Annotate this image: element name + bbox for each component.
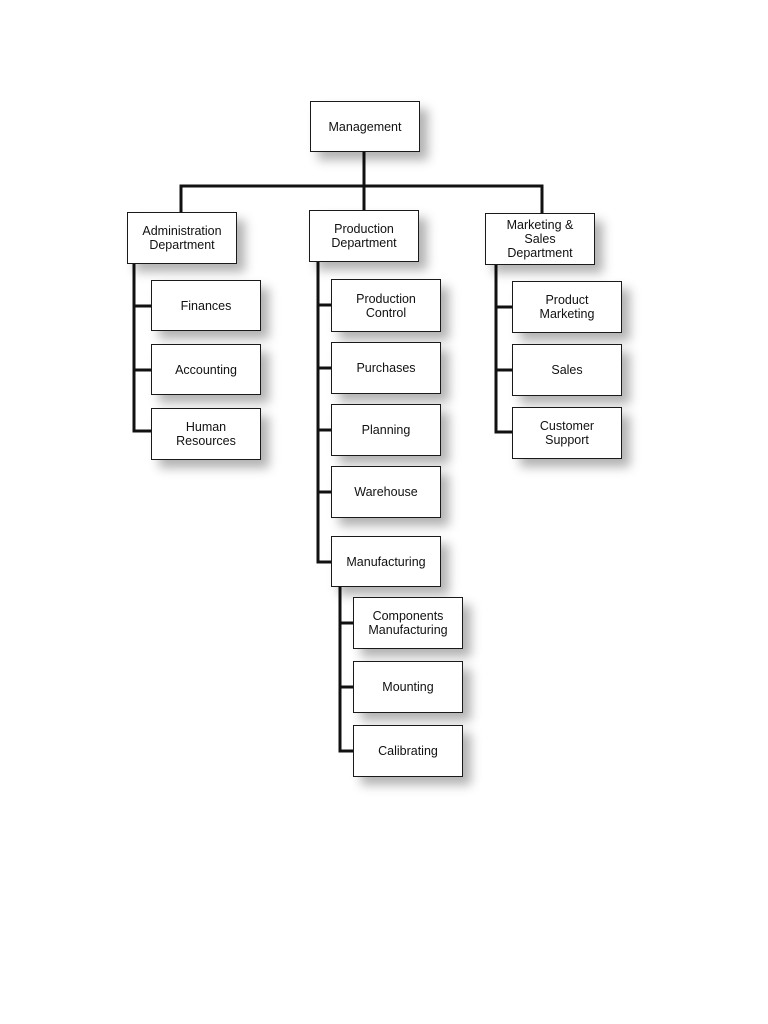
- node-production-department: Production Department: [309, 210, 419, 262]
- node-manufacturing: Manufacturing: [331, 536, 441, 587]
- node-calibrating: Calibrating: [353, 725, 463, 777]
- node-administration-department: Administration Department: [127, 212, 237, 264]
- node-human-resources: Human Resources: [151, 408, 261, 460]
- node-warehouse: Warehouse: [331, 466, 441, 518]
- node-product-marketing: Product Marketing: [512, 281, 622, 333]
- node-components-manufacturing: Components Manufacturing: [353, 597, 463, 649]
- node-mounting: Mounting: [353, 661, 463, 713]
- node-planning: Planning: [331, 404, 441, 456]
- node-purchases: Purchases: [331, 342, 441, 394]
- node-finances: Finances: [151, 280, 261, 331]
- node-management: Management: [310, 101, 420, 152]
- node-accounting: Accounting: [151, 344, 261, 395]
- node-marketing-sales-department: Marketing & Sales Department: [485, 213, 595, 265]
- node-sales: Sales: [512, 344, 622, 396]
- node-customer-support: Customer Support: [512, 407, 622, 459]
- node-production-control: Production Control: [331, 279, 441, 332]
